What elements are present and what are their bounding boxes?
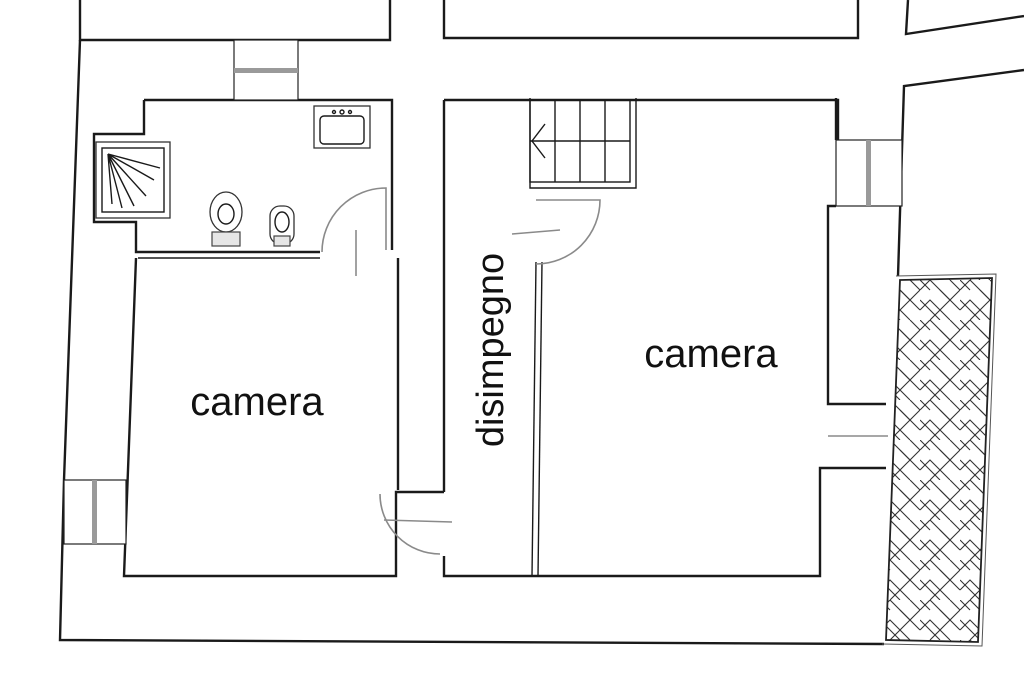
terrace-pattern — [881, 273, 997, 647]
shower-icon — [95, 141, 171, 219]
staircase-icon — [529, 99, 631, 183]
sink-icon — [313, 105, 371, 149]
door-swing-icon — [321, 187, 888, 555]
outer-walls — [58, 0, 1024, 646]
bidet-icon — [269, 205, 295, 247]
room-label-left: camera — [190, 380, 324, 424]
toilet-icon — [209, 191, 243, 247]
room-label-right: camera — [644, 332, 778, 376]
window-icon — [63, 39, 903, 545]
corridor-label: disimpegno — [470, 253, 512, 447]
left-block-walls — [92, 98, 444, 578]
